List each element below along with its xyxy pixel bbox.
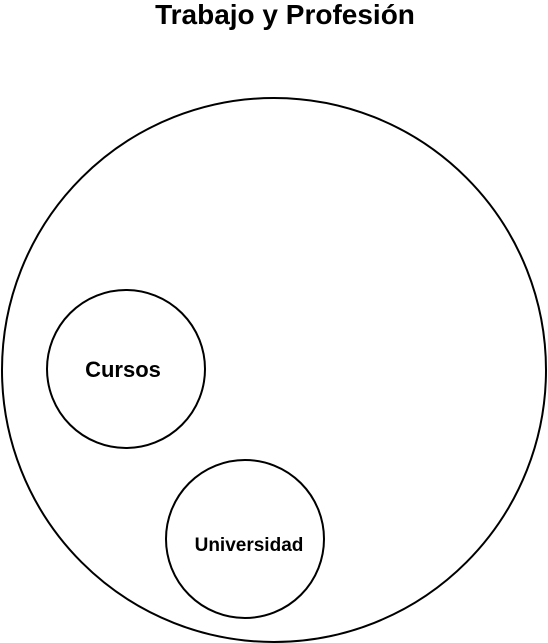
outer-circle bbox=[1, 97, 547, 643]
diagram-title: Trabajo y Profesión bbox=[155, 0, 415, 30]
circle-cursos bbox=[46, 289, 206, 449]
circle-universidad bbox=[165, 459, 325, 619]
label-universidad: Universidad bbox=[195, 535, 304, 556]
label-cursos: Cursos bbox=[85, 357, 161, 382]
